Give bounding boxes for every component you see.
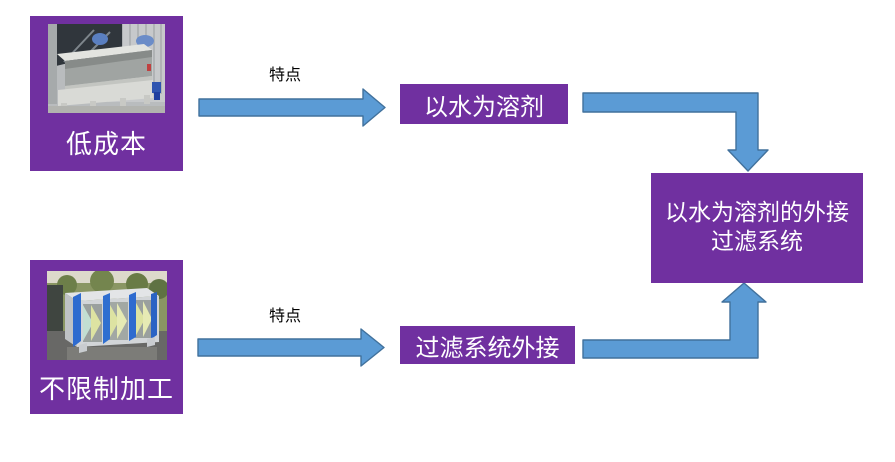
result-label-line2: 过滤系统 bbox=[711, 229, 803, 255]
node-label: 以水为溶剂 bbox=[424, 92, 544, 121]
spray-booth-photo bbox=[48, 24, 165, 113]
elbow-arrow-top bbox=[582, 92, 769, 172]
node-result: 以水为溶剂的外接 过滤系统 bbox=[651, 173, 863, 283]
filter-cabinet-photo bbox=[46, 271, 167, 360]
node-label: 不限制加工 bbox=[38, 374, 174, 405]
node-label: 过滤系统外接 bbox=[415, 333, 560, 362]
node-label: 低成本 bbox=[65, 129, 147, 160]
bottom-arrow-label: 特点 bbox=[268, 306, 301, 325]
node-filter-external: 过滤系统外接 bbox=[400, 326, 575, 364]
top-arrow-label: 特点 bbox=[268, 65, 301, 84]
node-unrestricted-processing: 不限制加工 bbox=[30, 260, 183, 414]
node-water-solvent: 以水为溶剂 bbox=[400, 84, 568, 124]
node-low-cost: 低成本 bbox=[30, 16, 183, 171]
result-label-line1: 以水为溶剂的外接 bbox=[665, 200, 849, 226]
elbow-arrow-bottom bbox=[582, 282, 767, 359]
feature-arrow-top bbox=[198, 88, 386, 127]
feature-arrow-bottom bbox=[197, 328, 385, 367]
